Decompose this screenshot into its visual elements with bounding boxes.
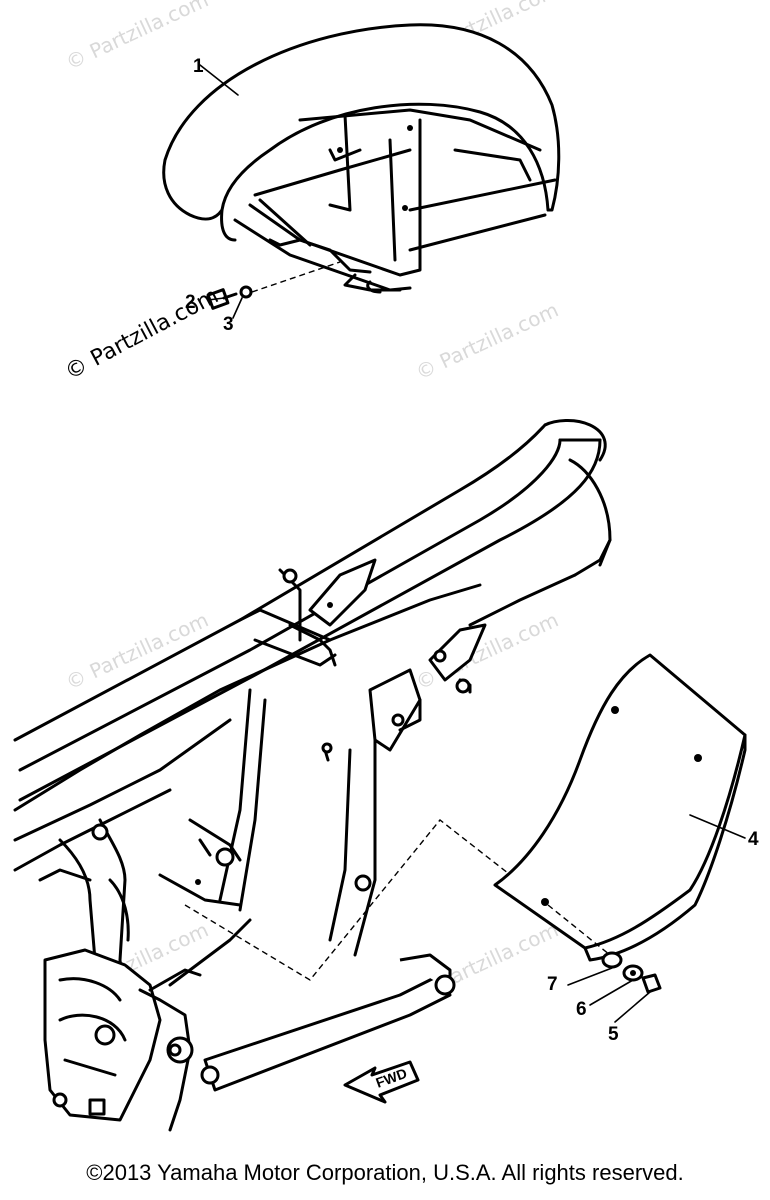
fender-bolt: [206, 261, 341, 310]
watermark: © Partzilla.com: [412, 298, 562, 385]
callout-4: 4: [748, 829, 759, 850]
fwd-arrow: FWD: [343, 1060, 420, 1104]
callouts: 1 2 3 4 5 6 7: [185, 56, 759, 1045]
watermark: © Partzilla.com: [412, 608, 562, 695]
plate-hardware: [601, 951, 662, 994]
callout-1: 1: [193, 56, 204, 77]
copyright-notice: ©2013 Yamaha Motor Corporation, U.S.A. A…: [86, 1160, 684, 1185]
callout-2: 2: [185, 292, 196, 313]
rear-plate: [493, 653, 747, 962]
callout-5: 5: [608, 1024, 619, 1045]
leader-lines: [199, 64, 746, 1023]
front-fender: [162, 23, 561, 294]
watermark: © Partzilla.com: [62, 0, 212, 75]
callout-6: 6: [576, 999, 587, 1020]
frame: [13, 419, 612, 1132]
callout-3: 3: [223, 314, 234, 335]
watermark-group: © Partzilla.com © Partzilla.com © Partzi…: [62, 0, 562, 1005]
callout-7: 7: [547, 974, 558, 995]
watermark-dark: © Partzilla.com: [61, 284, 223, 386]
